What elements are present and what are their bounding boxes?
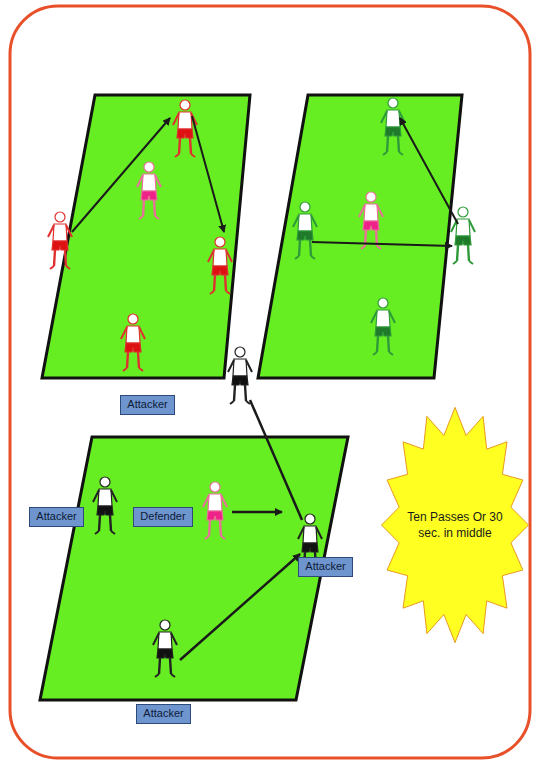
callout-text: Ten Passes Or 30 sec. in middle <box>403 509 507 541</box>
role-label: Attacker <box>127 398 167 411</box>
role-label: Attacker <box>305 560 345 573</box>
callout-starburst: Ten Passes Or 30 sec. in middle <box>380 405 530 645</box>
role-label: Attacker <box>143 707 183 720</box>
pitch-grid <box>258 95 462 378</box>
role-label: Defender <box>140 510 185 523</box>
role-label-box: Attacker <box>120 395 175 415</box>
role-label-box: Attacker <box>29 507 84 527</box>
role-label-box: Attacker <box>136 704 191 724</box>
frame <box>10 6 530 758</box>
role-label-box: Defender <box>133 507 193 527</box>
role-label: Attacker <box>36 510 76 523</box>
role-label-box: Attacker <box>298 557 353 577</box>
pitch-grid <box>42 95 250 378</box>
starburst-outline <box>380 405 530 645</box>
